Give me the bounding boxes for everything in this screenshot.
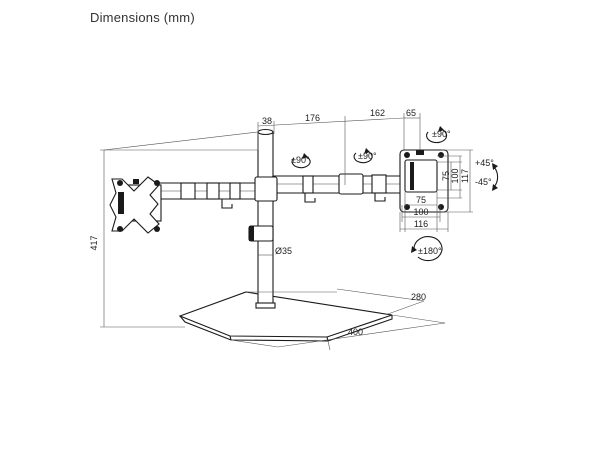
right-vesa-head	[399, 149, 449, 213]
vesa-vertical-dimensions: 75 100 117	[437, 149, 473, 213]
label-plate-116-h: 116	[414, 219, 428, 229]
label-vesa-100-h: 100	[413, 207, 428, 217]
label-rotate: ±180°	[418, 246, 442, 256]
swivel-indicators: ±90° ±90° ±90° +45° -45° ±180°	[291, 126, 499, 262]
label-vesa-100-v: 100	[450, 168, 460, 183]
label-plate-117-v: 117	[460, 169, 470, 183]
label-tilt-up: +45°	[475, 158, 494, 168]
pole	[248, 128, 276, 309]
label-base-depth: 280	[411, 292, 426, 302]
label-arm-length-1: 176	[305, 113, 320, 123]
label-pole-diameter: Ø35	[275, 246, 292, 256]
label-swivel-arm-2: ±90°	[358, 151, 377, 161]
vesa-horizontal-dimensions: 75 100 116	[399, 192, 449, 232]
left-vesa-head	[109, 176, 162, 234]
label-height-total: 417	[89, 235, 99, 250]
label-arm-offset: 38	[262, 116, 272, 126]
base-dimensions: 280 400	[230, 288, 446, 351]
label-tilt-down: -45°	[475, 177, 492, 187]
label-base-width: 400	[348, 327, 363, 337]
arm-dimensions: 38 176 162 65	[257, 108, 421, 185]
label-arm-length-2: 162	[370, 108, 385, 118]
pole-diameter-callout: Ø35	[258, 246, 292, 256]
diagram-title: Dimensions (mm)	[90, 10, 195, 25]
label-vesa-75-v: 75	[441, 171, 451, 181]
label-swivel-arm-1: ±90°	[291, 155, 310, 165]
label-vesa-75-h: 75	[416, 195, 426, 205]
base-plate	[178, 291, 393, 342]
arms	[157, 173, 403, 209]
label-swivel-head: ±90°	[432, 129, 451, 139]
label-arm-end: 65	[406, 108, 416, 118]
